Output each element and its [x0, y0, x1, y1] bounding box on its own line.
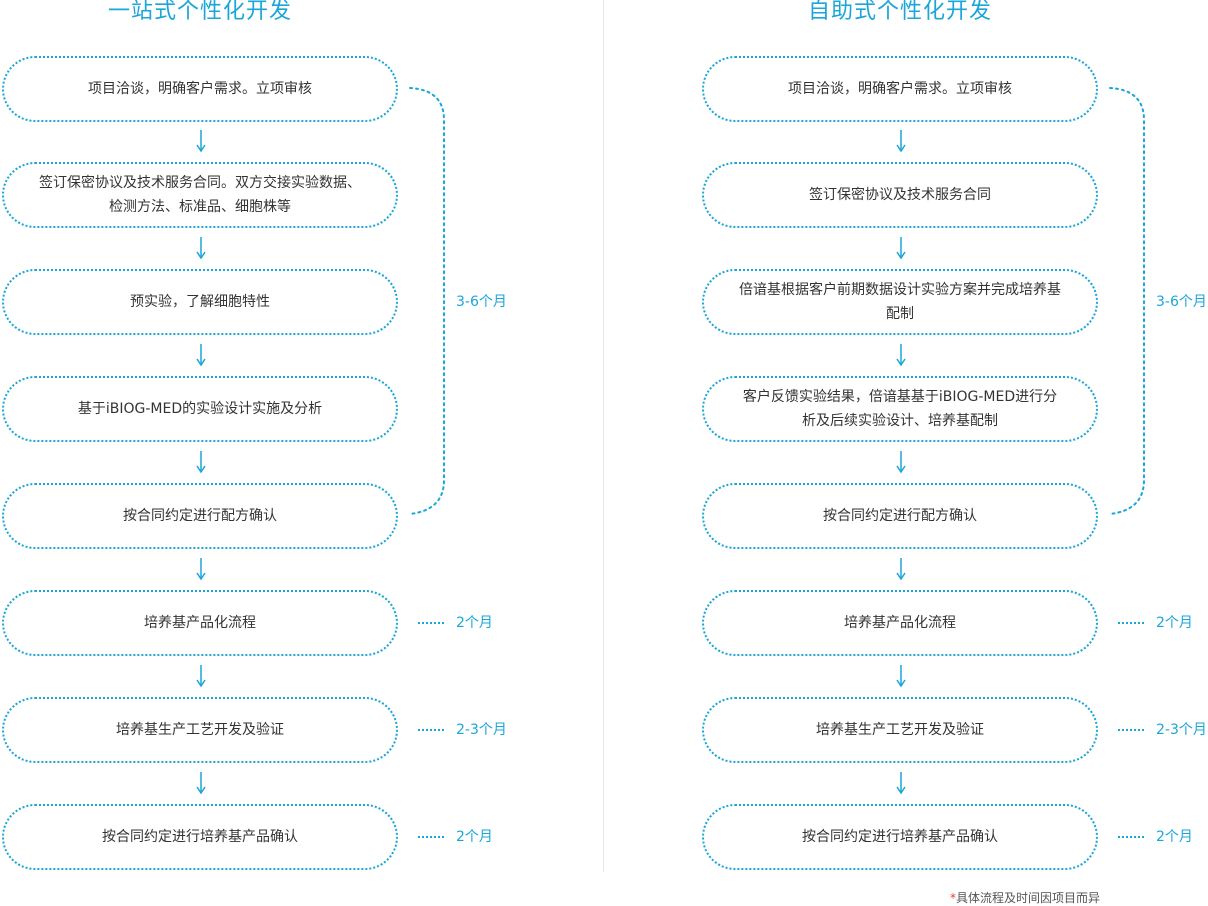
right-step-5: 按合同约定进行配方确认 [702, 483, 1098, 549]
left-step-2: 签订保密协议及技术服务合同。双方交接实验数据、检测方法、标准品、细胞株等 [2, 162, 398, 228]
right-step-4: 客户反馈实验结果，倍谙基基于iBIOG-MED进行分析及后续实验设计、培养基配制 [702, 376, 1098, 442]
arrow-down-icon [196, 130, 206, 153]
left-step-1: 项目洽谈，明确客户需求。立项审核 [2, 56, 398, 122]
arrow-down-icon [896, 344, 906, 367]
left-duration-step8: 2个月 [456, 829, 493, 845]
left-duration-connector [418, 622, 444, 624]
left-step-6: 培养基产品化流程 [2, 590, 398, 656]
left-step-7: 培养基生产工艺开发及验证 [2, 697, 398, 763]
left-duration-step7: 2-3个月 [456, 722, 507, 738]
right-duration-connector [1118, 622, 1144, 624]
right-duration-step7: 2-3个月 [1156, 722, 1207, 738]
arrow-down-icon [196, 237, 206, 260]
left-step-5: 按合同约定进行配方确认 [2, 483, 398, 549]
arrow-down-icon [896, 772, 906, 795]
arrow-down-icon [896, 130, 906, 153]
left-step-3: 预实验，了解细胞特性 [2, 269, 398, 335]
left-step-8: 按合同约定进行培养基产品确认 [2, 804, 398, 870]
left-column-title: 一站式个性化开发 [107, 0, 292, 24]
right-duration-bracket [1109, 87, 1145, 515]
arrow-down-icon [896, 237, 906, 260]
right-duration-step6: 2个月 [1156, 615, 1193, 631]
footnote-star: * [949, 891, 956, 905]
right-duration-connector [1118, 729, 1144, 731]
left-duration-connector [418, 836, 444, 838]
arrow-down-icon [196, 772, 206, 795]
arrow-down-icon [896, 558, 906, 581]
right-step-6: 培养基产品化流程 [702, 590, 1098, 656]
footnote: *具体流程及时间因项目而异 [950, 890, 1100, 906]
arrow-down-icon [196, 451, 206, 474]
left-duration-step6: 2个月 [456, 615, 493, 631]
right-step-8: 按合同约定进行培养基产品确认 [702, 804, 1098, 870]
right-duration-connector [1118, 836, 1144, 838]
right-step-1: 项目洽谈，明确客户需求。立项审核 [702, 56, 1098, 122]
right-duration-group: 3-6个月 [1156, 294, 1207, 310]
column-divider [603, 0, 604, 872]
right-step-2: 签订保密协议及技术服务合同 [702, 162, 1098, 228]
right-column-title: 自助式个性化开发 [807, 0, 992, 24]
left-duration-group: 3-6个月 [456, 294, 507, 310]
right-step-3: 倍谙基根据客户前期数据设计实验方案并完成培养基配制 [702, 269, 1098, 335]
arrow-down-icon [896, 665, 906, 688]
left-step-4: 基于iBIOG-MED的实验设计实施及分析 [2, 376, 398, 442]
arrow-down-icon [196, 344, 206, 367]
footnote-text: 具体流程及时间因项目而异 [955, 891, 1100, 905]
left-duration-connector [418, 729, 444, 731]
arrow-down-icon [196, 558, 206, 581]
arrow-down-icon [196, 665, 206, 688]
arrow-down-icon [896, 451, 906, 474]
right-step-7: 培养基生产工艺开发及验证 [702, 697, 1098, 763]
left-duration-bracket [409, 87, 445, 515]
right-duration-step8: 2个月 [1156, 829, 1193, 845]
